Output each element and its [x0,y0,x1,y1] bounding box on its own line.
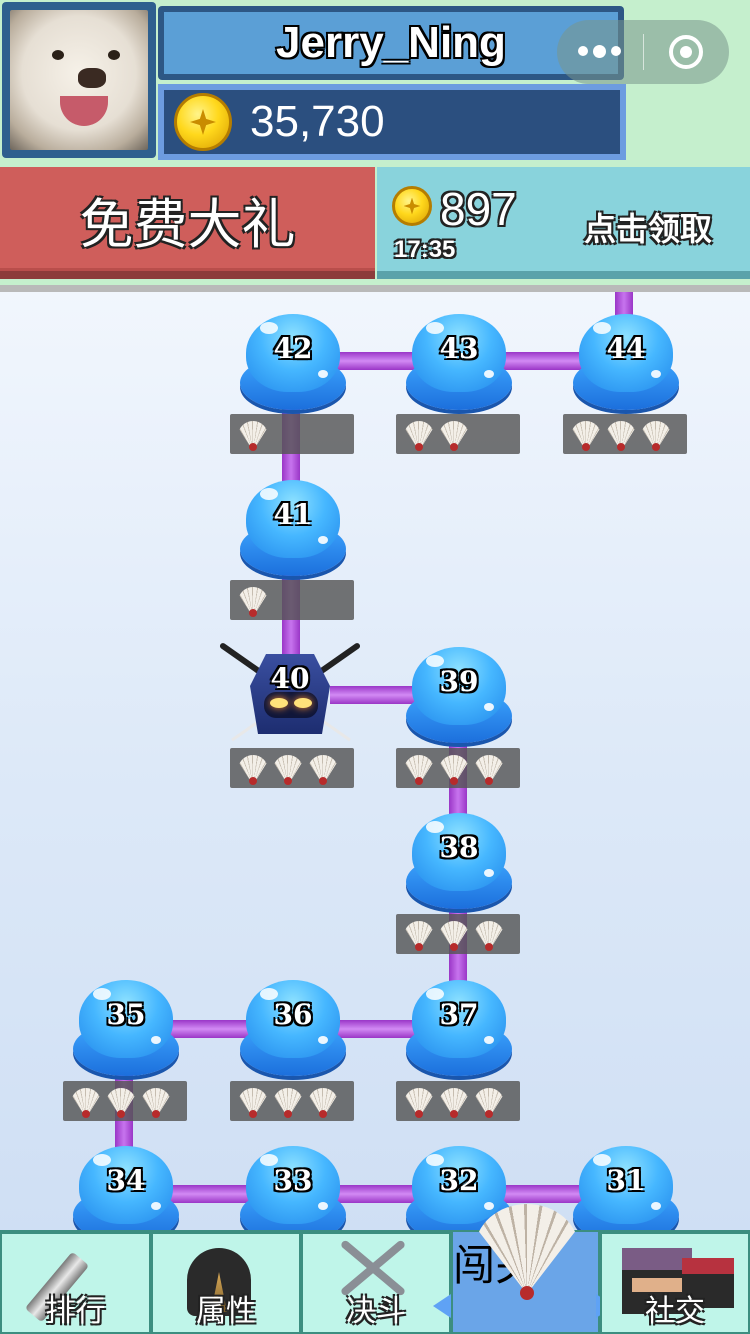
arrow-left-icon [433,1294,451,1318]
nav-label: 排行 [45,1294,106,1329]
nav-tab-social[interactable]: 社交 [600,1232,750,1334]
nav-label: 决斗 [346,1294,406,1329]
level-node-43[interactable]: 43 [406,310,512,414]
fan-star-icon [402,753,436,785]
level-stars [230,414,354,454]
level-node-31[interactable]: 31 [573,1142,679,1232]
level-stars [396,414,520,454]
level-stars [396,914,520,954]
level-stars [230,1081,354,1121]
map-path [160,1185,600,1203]
nav-tab-duel[interactable]: 决斗 [301,1232,451,1334]
fan-star-icon [69,1086,103,1118]
fan-star-icon [236,1086,270,1118]
level-map[interactable]: 42 43 44 41 39 38 37 36 35 34 33 32 31 [0,292,750,1232]
fan-star-icon [271,753,305,785]
fan-star-icon [271,1086,305,1118]
timed-reward-panel[interactable] [377,167,750,279]
fan-star-icon [306,753,340,785]
fan-star-icon [437,753,471,785]
level-node-42[interactable]: 42 [240,310,346,414]
fan-star-icon [104,1086,138,1118]
reward-amount: 897 [440,183,517,235]
nav-tab-attributes[interactable]: 属性 [151,1232,301,1334]
coin-balance: 35,730 [250,97,385,146]
level-stars [396,748,520,788]
fan-star-icon [402,919,436,951]
level-node-35[interactable]: 35 [73,976,179,1080]
map-path [496,352,596,370]
dog-avatar-image [10,10,148,150]
level-node-40-boss[interactable]: 40 [218,640,362,750]
claim-reward-button[interactable]: 点击领取 [584,210,713,248]
coin-icon [174,93,232,151]
close-target-icon[interactable] [644,35,730,69]
coin-balance-bar: 35,730 [158,84,626,160]
level-stars [230,580,354,620]
fan-star-icon [437,419,471,451]
map-path [330,686,430,704]
fan-star-icon [437,919,471,951]
helmet-icon [187,1248,251,1316]
player-name: Jerry_Ning [276,18,506,67]
level-number: 40 [270,662,310,695]
level-node-37[interactable]: 37 [406,976,512,1080]
level-node-41[interactable]: 41 [240,476,346,580]
level-stars [396,1081,520,1121]
fan-star-icon [437,1086,471,1118]
fan-star-icon [402,419,436,451]
nav-tab-levels[interactable]: 闯关 [433,1204,614,1334]
level-node-33[interactable]: 33 [240,1142,346,1232]
coin-icon [392,186,432,226]
divider [0,285,750,292]
fan-star-icon [139,1086,173,1118]
more-dots-icon[interactable] [557,45,643,58]
nav-tab-ranking[interactable]: 排行 [0,1232,151,1334]
free-gift-button[interactable]: 免费大礼 [0,167,375,279]
level-node-39[interactable]: 39 [406,643,512,747]
nav-label: 属性 [196,1294,256,1329]
nav-label: 社交 [645,1294,705,1329]
level-stars [63,1081,187,1121]
fan-star-icon [604,419,638,451]
fan-star-icon [236,419,270,451]
fan-star-icon [639,419,673,451]
free-gift-label: 免费大礼 [79,192,296,256]
level-node-38[interactable]: 38 [406,809,512,913]
fan-star-icon [569,419,603,451]
reward-timer: 17:35 [394,236,456,263]
fan-star-icon [236,753,270,785]
fan-star-icon [472,1086,506,1118]
map-path [330,352,430,370]
fan-star-icon [306,1086,340,1118]
fan-star-icon [472,919,506,951]
fan-star-icon [472,753,506,785]
level-node-44[interactable]: 44 [573,310,679,414]
level-stars [230,748,354,788]
level-stars [563,414,687,454]
player-name-bar: Jerry_Ning [158,6,624,80]
player-avatar[interactable] [2,2,156,158]
fan-star-icon [402,1086,436,1118]
ninja-icon [622,1248,692,1314]
fan-star-icon [236,585,270,617]
level-node-34[interactable]: 34 [73,1142,179,1232]
level-node-36[interactable]: 36 [240,976,346,1080]
miniprogram-capsule [557,20,729,84]
